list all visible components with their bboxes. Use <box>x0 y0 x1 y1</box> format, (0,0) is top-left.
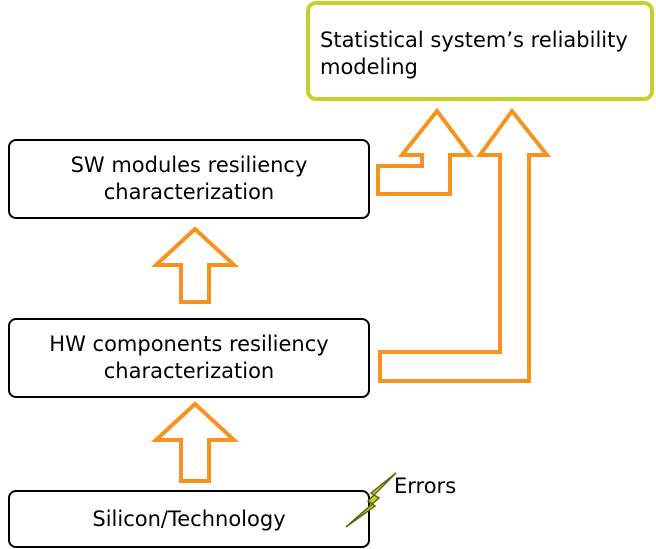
sw-box-line-2: characterization <box>103 180 275 204</box>
lightning-bolt-icon <box>345 472 397 528</box>
bent-arrow-sw-to-statistical <box>376 107 474 196</box>
hw-box-line-1: HW components resiliency <box>49 332 329 356</box>
up-arrow-hw-to-sw <box>150 226 240 304</box>
statistical-box-line-1: Statistical system’s reliability <box>320 28 628 52</box>
statistical-reliability-modeling-box: Statistical system’s reliability modelin… <box>306 1 654 101</box>
long-arrow-hw-to-statistical <box>378 107 552 383</box>
sw-box-line-1: SW modules resiliency <box>70 153 308 177</box>
statistical-box-line-2: modeling <box>320 55 418 79</box>
up-arrow-silicon-to-hw <box>150 401 240 483</box>
silicon-technology-box: Silicon/Technology <box>8 490 370 548</box>
hw-components-resiliency-box: HW components resiliency characterizatio… <box>8 318 370 398</box>
sw-modules-resiliency-box: SW modules resiliency characterization <box>8 139 370 219</box>
silicon-box-label: Silicon/Technology <box>92 506 286 531</box>
errors-label: Errors <box>394 474 457 498</box>
hw-box-line-2: characterization <box>103 359 275 383</box>
